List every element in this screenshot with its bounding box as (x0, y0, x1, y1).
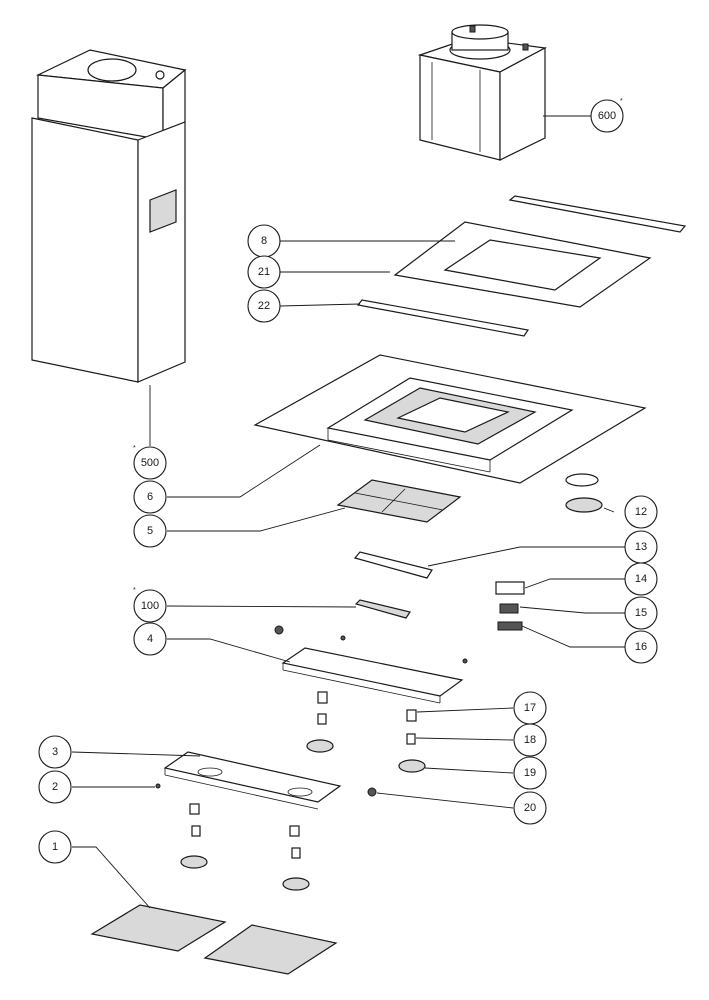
callout-21: 21 (247, 255, 281, 289)
frame-plate (393, 221, 652, 308)
callout-14-label: 14 (635, 573, 647, 585)
mounting-bracket (353, 551, 433, 579)
callout-2: 2 (38, 770, 72, 804)
callout-8-label: 8 (261, 235, 267, 247)
callout-600: 600 (590, 99, 624, 133)
chimney-column (31, 49, 187, 383)
callout-13-label: 13 (635, 541, 647, 553)
bottom-rail (356, 299, 530, 337)
callout-20: 20 (513, 791, 547, 825)
callout-8: 8 (247, 224, 281, 258)
callout-4-label: 4 (147, 633, 153, 645)
callout-18: 18 (513, 723, 547, 757)
carbon-filter (336, 479, 462, 523)
callout-5-label: 5 (147, 525, 153, 537)
callout-3: 3 (38, 735, 72, 769)
callout-500: 500 (133, 446, 167, 480)
callout-5: 5 (133, 514, 167, 548)
callout-16-label: 16 (635, 641, 647, 653)
callout-16: 16 (624, 630, 658, 664)
asterisk-500: * (133, 445, 136, 452)
grease-filters (90, 904, 338, 975)
callout-14: 14 (624, 562, 658, 596)
callout-15-label: 15 (635, 607, 647, 619)
lamp-rail (274, 625, 468, 704)
top-rail (508, 195, 687, 233)
callout-600-label: 600 (598, 110, 616, 122)
glass-canopy (253, 354, 647, 484)
callout-21-label: 21 (258, 266, 270, 278)
callout-1: 1 (38, 830, 72, 864)
callout-19-label: 19 (524, 767, 536, 779)
callout-500-label: 500 (141, 457, 159, 469)
callout-100: 100 (133, 589, 167, 623)
callout-18-label: 18 (524, 734, 536, 746)
callout-3-label: 3 (52, 746, 58, 758)
lamp-holders-upper (306, 691, 426, 773)
led-strip (354, 599, 411, 619)
callout-15: 15 (624, 596, 658, 630)
callout-2-label: 2 (52, 781, 58, 793)
switch-module (495, 581, 525, 631)
callout-6: 6 (133, 480, 167, 514)
callout-12: 12 (624, 495, 658, 529)
callout-4: 4 (133, 622, 167, 656)
callout-6-label: 6 (147, 491, 153, 503)
callout-13: 13 (624, 530, 658, 564)
leader-lines (71, 115, 625, 909)
callout-1-label: 1 (52, 841, 58, 853)
callout-22: 22 (247, 289, 281, 323)
lamp-holders-lower (180, 803, 310, 891)
asterisk-600: * (620, 98, 623, 105)
motor-capacitor (565, 473, 603, 513)
callout-22-label: 22 (258, 300, 270, 312)
asterisk-100: * (133, 587, 136, 594)
callout-20-label: 20 (524, 802, 536, 814)
callout-100-label: 100 (141, 600, 159, 612)
motor-housing (417, 24, 547, 161)
callout-12-label: 12 (635, 506, 647, 518)
lower-lamp-rail (155, 751, 377, 810)
callout-17-label: 17 (524, 702, 536, 714)
callout-17: 17 (513, 691, 547, 725)
callout-19: 19 (513, 756, 547, 790)
